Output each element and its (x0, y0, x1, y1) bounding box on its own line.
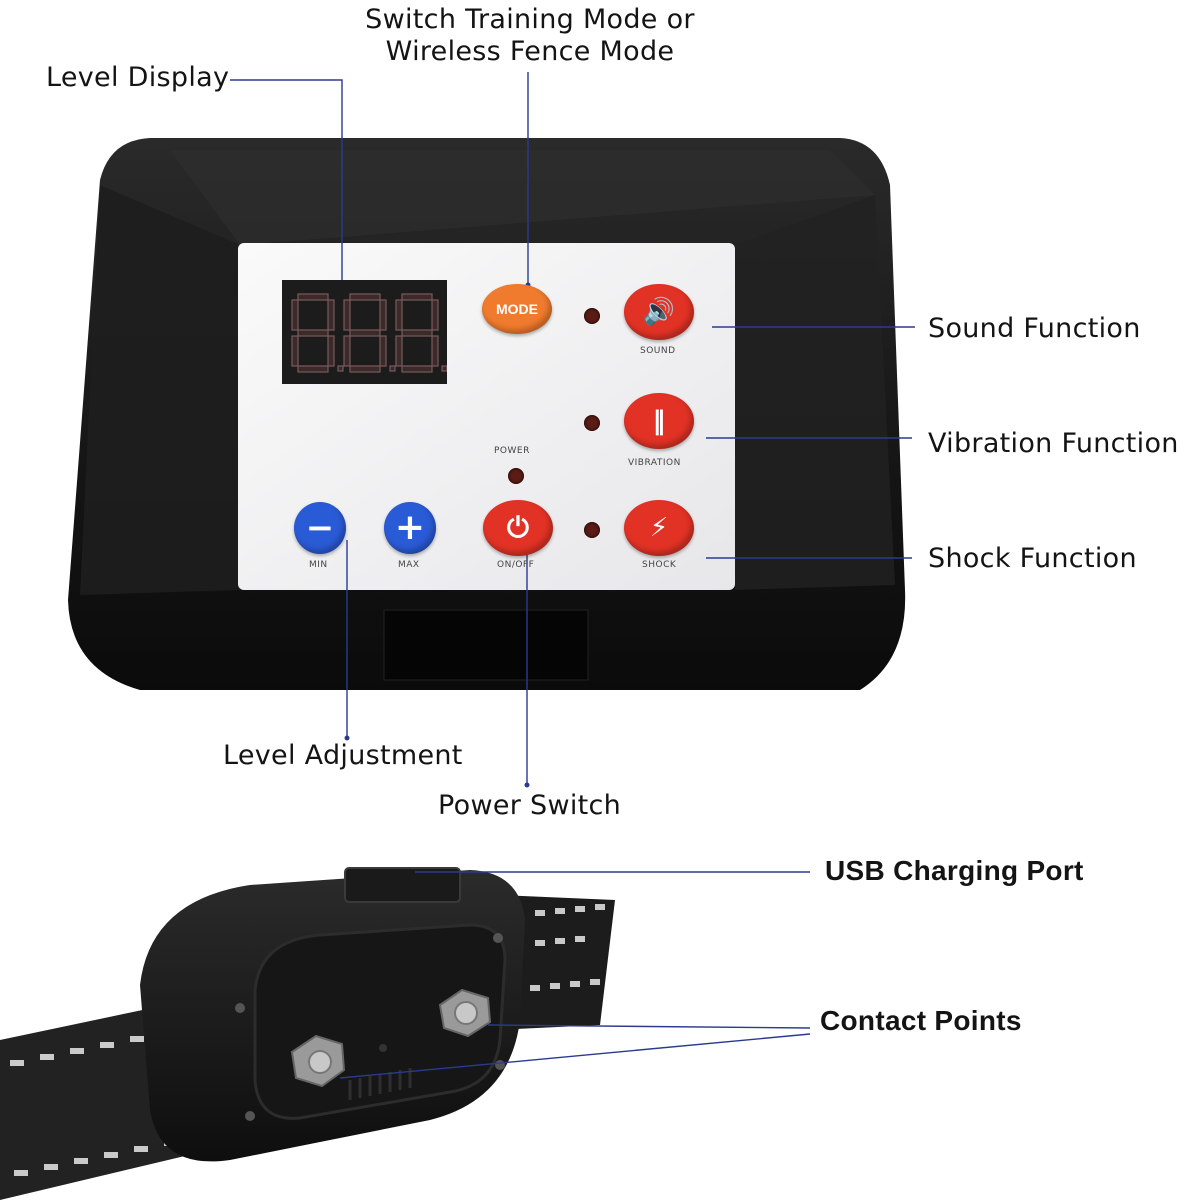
sensor-window (383, 609, 589, 681)
minus-icon: − (305, 508, 335, 548)
collar-strap-right (495, 895, 615, 1030)
vibration-button[interactable]: ‖ (624, 393, 694, 449)
power-icon: ⏻ (506, 511, 530, 544)
callout-shock-function: Shock Function (928, 543, 1137, 574)
level-display (282, 280, 448, 384)
power-indicator-led (508, 468, 524, 484)
mode-button[interactable]: MODE (482, 284, 552, 334)
level-increase-button[interactable]: + (384, 502, 436, 554)
vibration-indicator-led (584, 415, 600, 431)
power-led-label: POWER (494, 446, 530, 456)
speaker-icon: 🔊 (642, 297, 676, 327)
onoff-label: ON/OFF (497, 560, 535, 570)
callout-level-display: Level Display (46, 62, 230, 93)
plus-icon: + (394, 507, 426, 548)
sound-indicator-led (584, 308, 600, 324)
sound-button-label: SOUND (640, 346, 676, 356)
shock-button-label: SHOCK (642, 560, 677, 570)
callout-mode-switch: Switch Training Mode or Wireless Fence M… (365, 4, 695, 67)
lightning-icon: ⚡ (649, 513, 669, 543)
min-label: MIN (309, 560, 328, 570)
vibration-icon: ‖ (652, 406, 666, 436)
callout-sound-function: Sound Function (928, 313, 1141, 344)
sound-button[interactable]: 🔊 (624, 284, 694, 340)
max-label: MAX (398, 560, 420, 570)
mode-button-label: MODE (496, 301, 538, 317)
contact-point-right (438, 988, 492, 1038)
callout-usb-charging-port: USB Charging Port (825, 855, 1084, 886)
seven-segment-digits (291, 293, 448, 373)
contact-point-left (290, 1034, 346, 1088)
callout-power-switch: Power Switch (438, 790, 622, 821)
usb-port-cap (344, 867, 461, 903)
callout-vibration-function: Vibration Function (928, 428, 1179, 459)
level-decrease-button[interactable]: − (294, 502, 346, 554)
shock-indicator-led (584, 522, 600, 538)
callout-level-adjustment: Level Adjustment (223, 740, 463, 771)
power-button[interactable]: ⏻ (483, 500, 553, 556)
shock-button[interactable]: ⚡ (624, 500, 694, 556)
callout-contact-points: Contact Points (820, 1005, 1022, 1036)
leader-lines (230, 72, 915, 1079)
vibration-button-label: VIBRATION (628, 458, 681, 468)
